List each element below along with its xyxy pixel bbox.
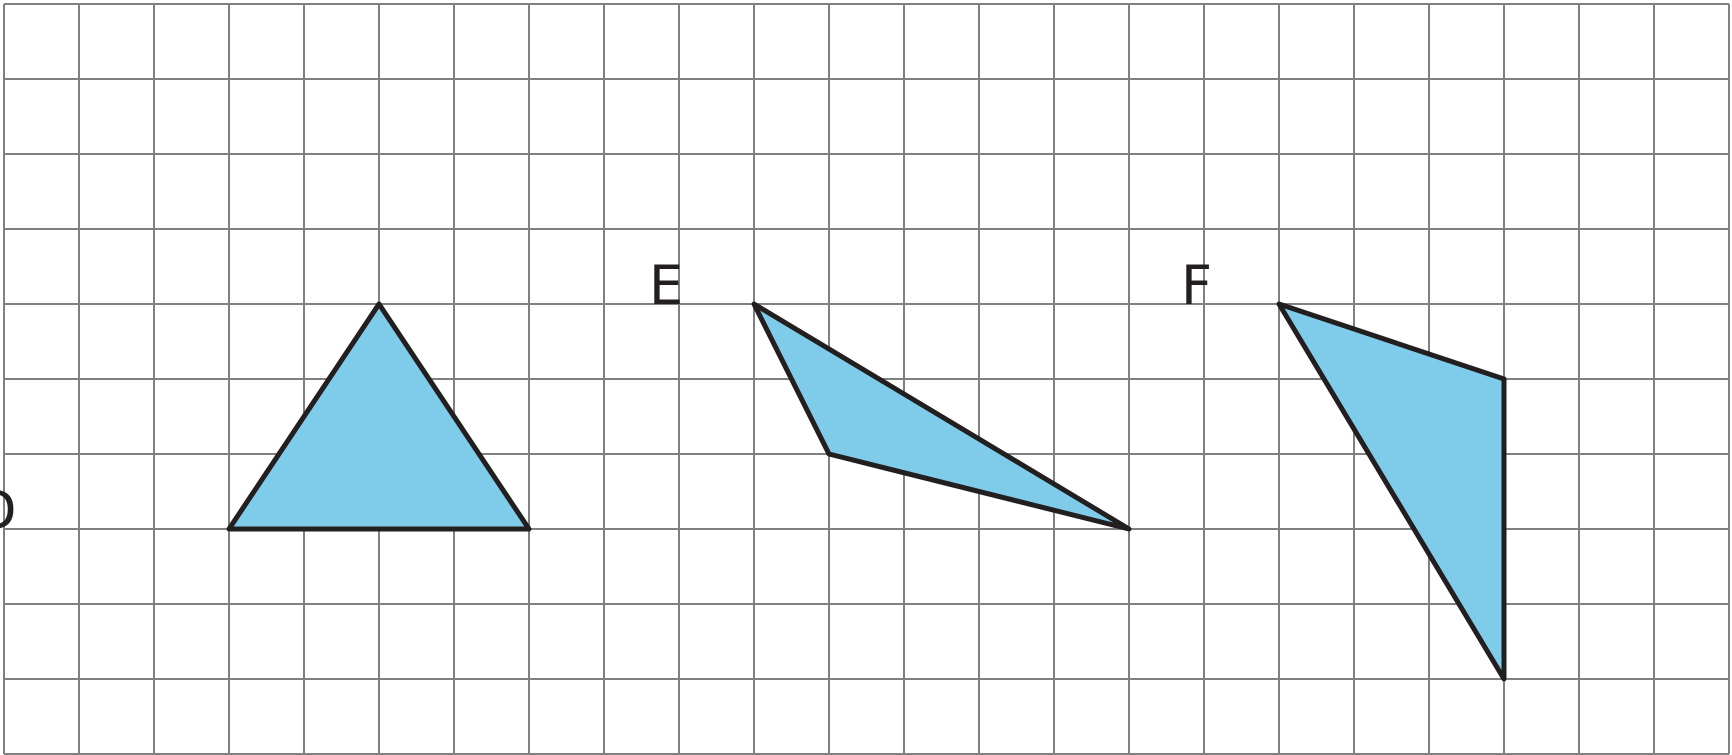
triangle-e [751,301,1132,532]
shape-e: E [649,254,1132,532]
label-d: D [0,479,17,542]
label-e: E [649,254,683,317]
label-f: F [1181,254,1212,317]
shape-f: F [1181,254,1507,682]
grid-lines [3,3,1730,755]
triangle-d [226,301,532,532]
shape-d: D [0,301,532,542]
triangle-f [1276,301,1507,682]
